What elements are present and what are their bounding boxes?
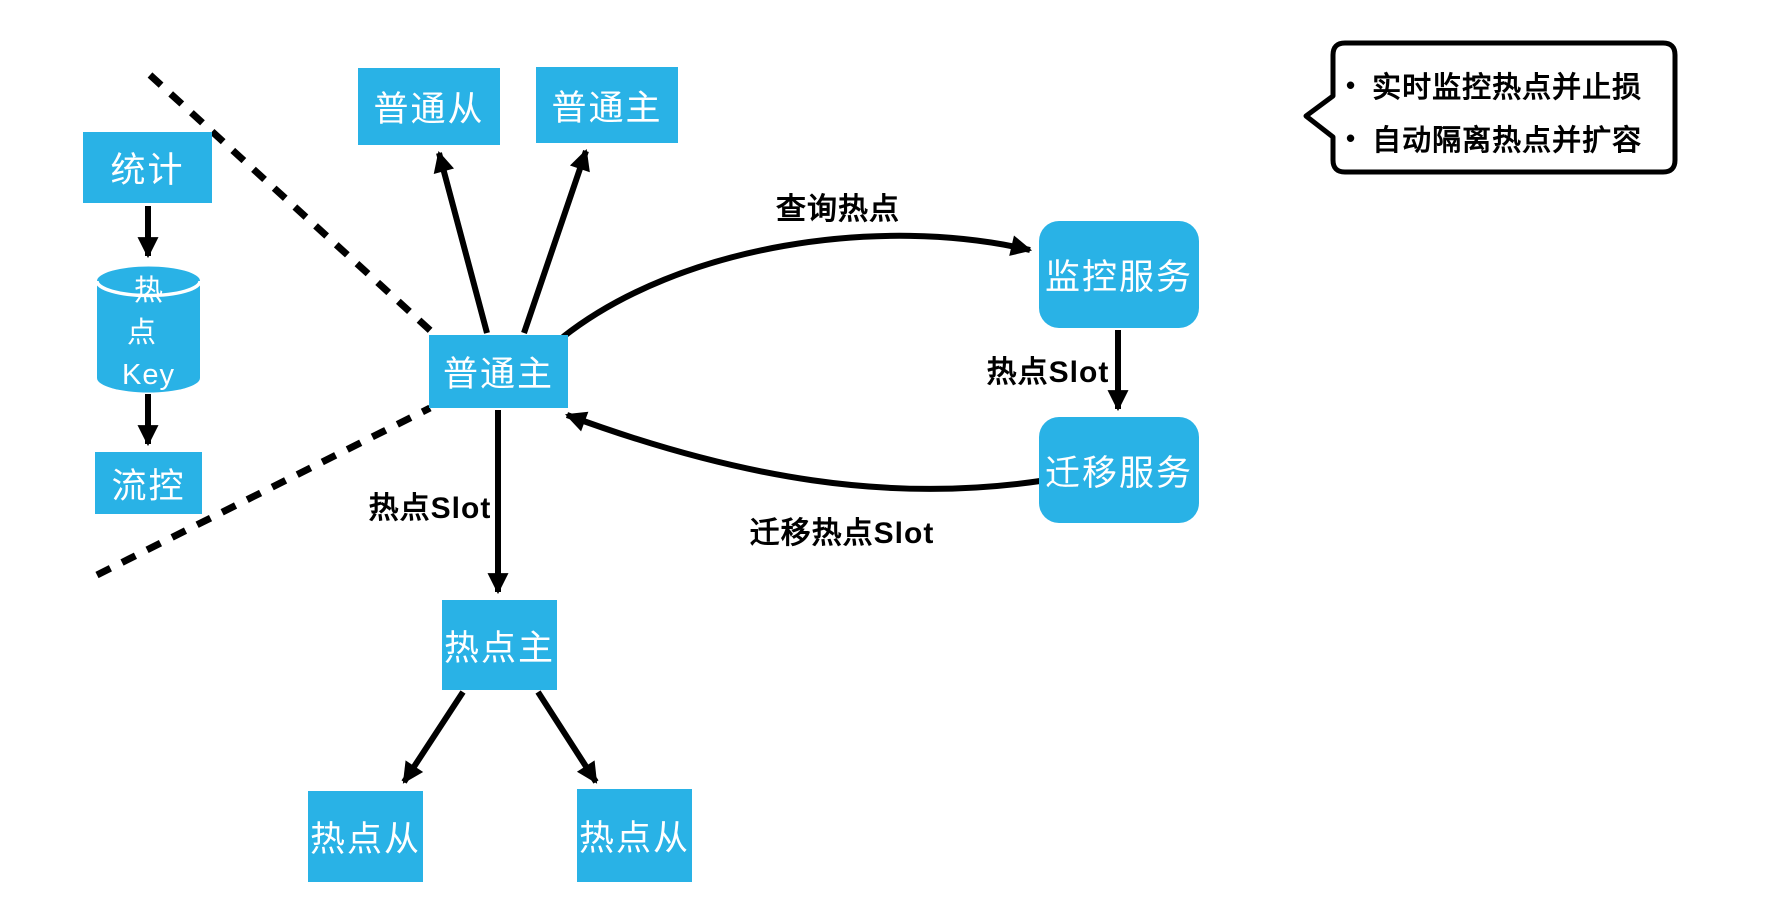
edge-master-to-normal-master-top — [521, 149, 590, 334]
bullet-icon: • — [1346, 122, 1357, 153]
edge-label-query-hot: 查询热点 — [776, 193, 900, 226]
edge-label-hot-slot-right: 热点Slot — [986, 356, 1110, 389]
node-hot-slave-left: 热点从 — [308, 791, 423, 882]
node-hot-key-label-line1: 热 点 — [126, 275, 177, 349]
node-normal-master-center: 普通主 — [429, 335, 568, 408]
node-migrate-service: 迁移服务 — [1039, 417, 1199, 523]
callout-item-isolate: • 自动隔离热点并扩容 — [1346, 117, 1642, 159]
dashed-separator-upper — [147, 72, 435, 335]
edge-query-hot-curve — [561, 232, 1033, 340]
edge-migrate-hot-slot-curve — [565, 411, 1041, 492]
node-monitor-service-label: 监控服务 — [1044, 258, 1193, 297]
node-monitor-service: 监控服务 — [1039, 221, 1199, 328]
callout-item-monitor-text: 实时监控热点并止损 — [1372, 72, 1643, 104]
node-flow-control-label: 流控 — [111, 466, 186, 506]
edge-master-to-normal-slave — [433, 150, 490, 334]
node-stats: 统计 — [83, 132, 212, 203]
node-migrate-service-label: 迁移服务 — [1044, 453, 1193, 493]
node-flow-control: 流控 — [95, 452, 202, 514]
node-hot-slave-right-label: 热点从 — [578, 819, 690, 858]
node-normal-slave-top: 普通从 — [358, 68, 500, 145]
node-hot-key: 热 点 Key — [97, 275, 200, 391]
edge-label-migrate-hot-slot: 迁移热点Slot — [749, 517, 935, 550]
node-normal-slave-top-label: 普通从 — [373, 90, 485, 129]
node-normal-master-top-label: 普通主 — [551, 88, 663, 128]
edge-hotmaster-to-hotslave-left — [401, 690, 466, 784]
node-hot-master-label: 热点主 — [443, 628, 555, 668]
node-hot-slave-left-label: 热点从 — [309, 820, 421, 859]
node-normal-master-top: 普通主 — [536, 67, 678, 143]
callout-bubble — [1303, 40, 1678, 175]
node-normal-master-center-label: 普通主 — [442, 355, 554, 394]
callout-item-monitor: • 实时监控热点并止损 — [1346, 64, 1642, 106]
hot-key-cylinder — [97, 266, 200, 393]
node-hot-key-label-line2: Key — [122, 359, 175, 391]
edge-hotmaster-to-hotslave-right — [535, 690, 599, 784]
dashed-separator-lower — [95, 404, 432, 579]
bullet-icon: • — [1346, 69, 1357, 100]
node-hot-slave-right: 热点从 — [577, 789, 692, 882]
node-hot-master: 热点主 — [442, 600, 557, 690]
hot-key-cylinder-rim — [95, 280, 202, 298]
callout-item-isolate-text: 自动隔离热点并扩容 — [1372, 125, 1643, 157]
edge-label-hot-slot-left: 热点Slot — [368, 492, 492, 525]
node-stats-label: 统计 — [110, 151, 185, 190]
